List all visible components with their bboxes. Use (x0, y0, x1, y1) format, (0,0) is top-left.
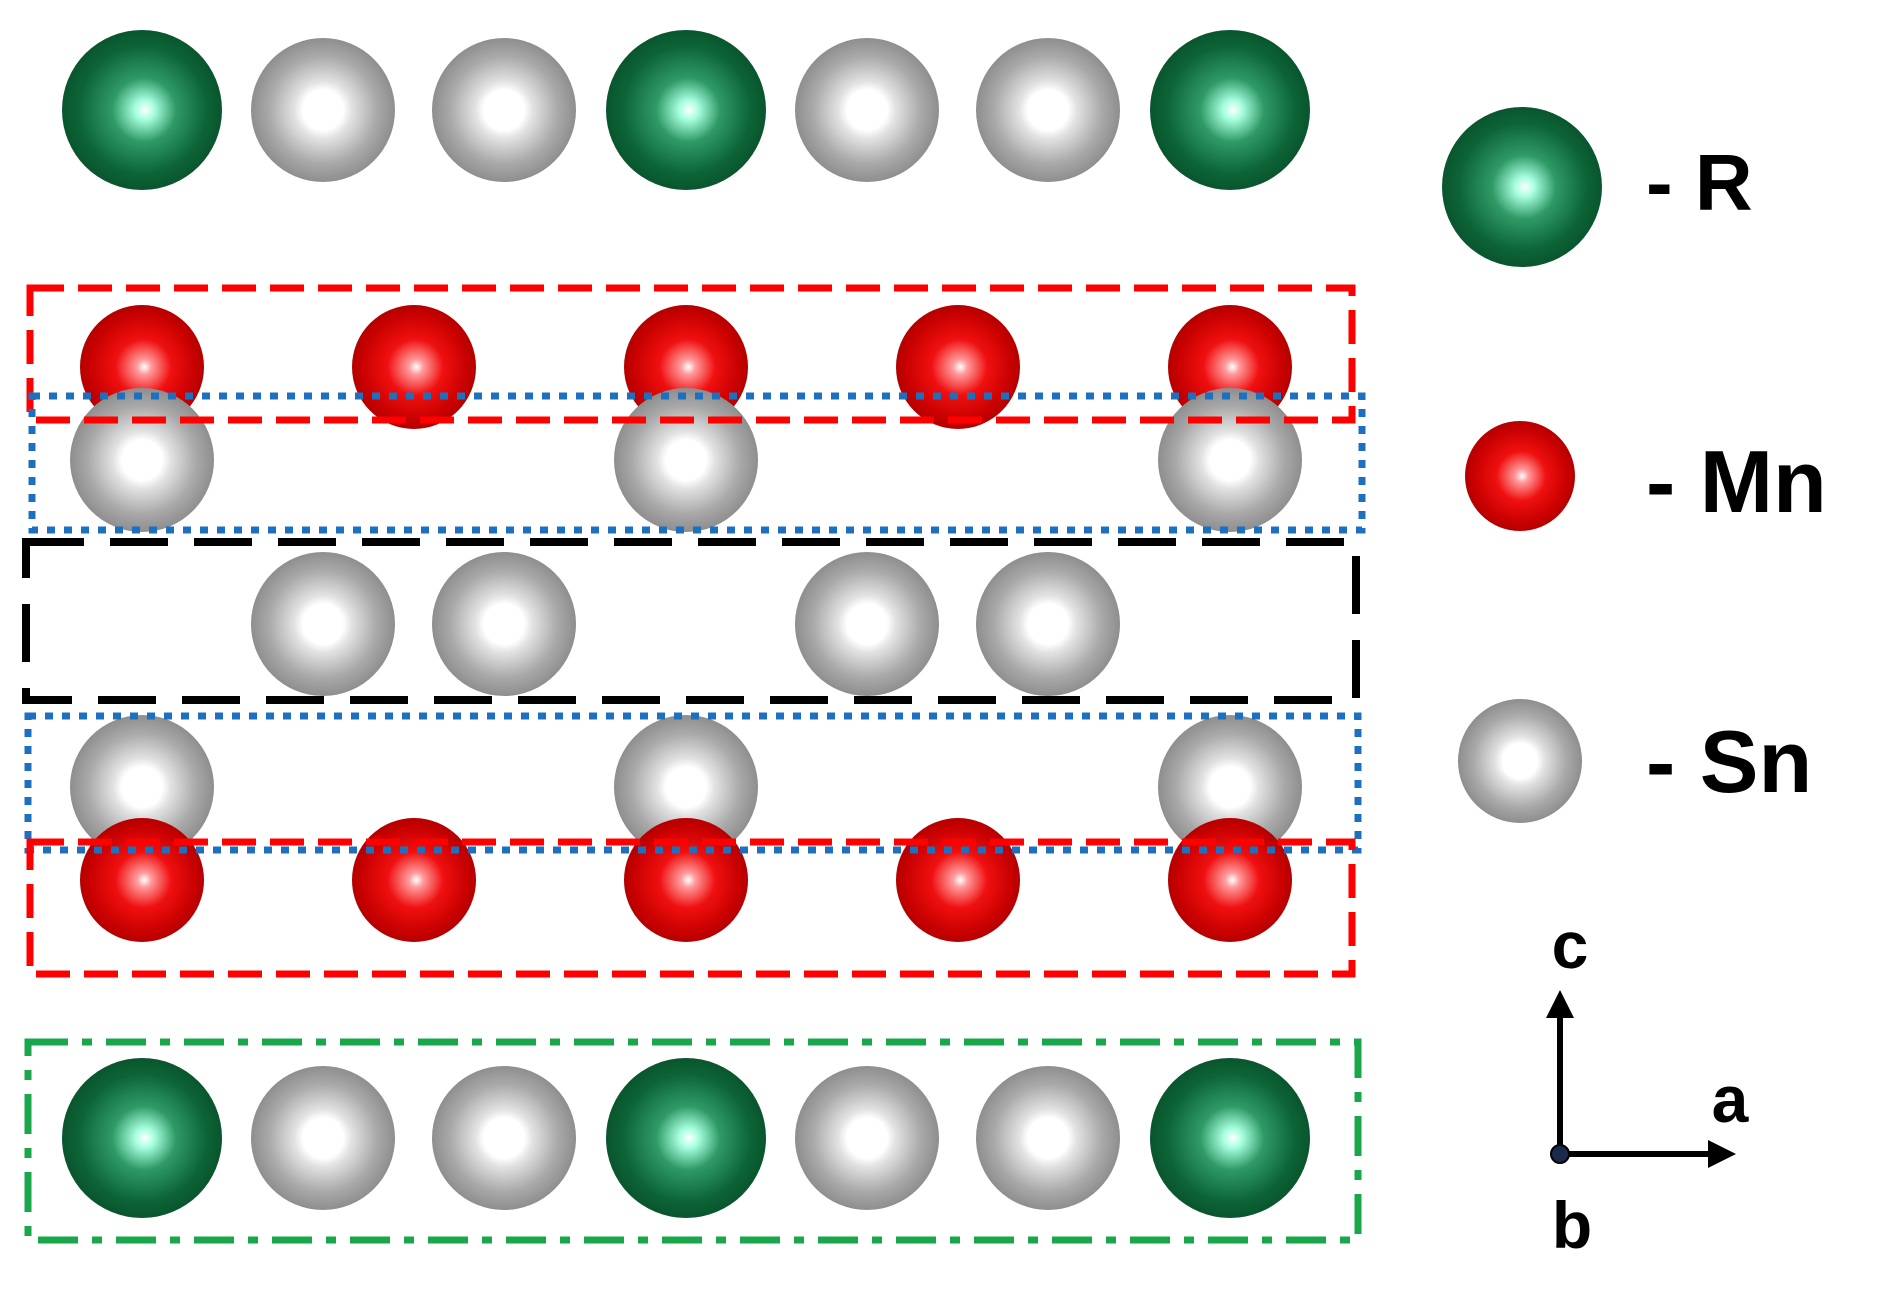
c-axis-arrowhead (1546, 990, 1574, 1018)
r-sn-layer-box-bottom (24, 1038, 1362, 1244)
sn-layer-box-lower (24, 712, 1362, 854)
sn-atom (251, 552, 395, 696)
mn-atom (352, 818, 476, 942)
layer-r-sn-bottom (62, 1058, 1310, 1218)
c-axis-label: c (1552, 908, 1589, 982)
r-atom (62, 1058, 222, 1218)
mn-atom (80, 818, 204, 942)
b-axis-label: b (1552, 1188, 1592, 1262)
sn-atom (432, 1066, 576, 1210)
r-atom (1150, 1058, 1310, 1218)
mn-atom (1168, 818, 1292, 942)
sn-atom (1158, 388, 1302, 532)
sn-atom (795, 1066, 939, 1210)
legend-r-atom (1442, 107, 1602, 267)
sn-atom (795, 552, 939, 696)
sn-atom (976, 38, 1120, 182)
layer-sn-center (251, 552, 1120, 696)
legend-r-label: - R (1646, 138, 1753, 227)
axes-indicator: c a b (1546, 908, 1750, 1262)
b-axis-dot (1550, 1144, 1570, 1164)
sn-atom (795, 38, 939, 182)
r-atom (1150, 30, 1310, 190)
legend: - R - Mn - Sn (1442, 107, 1827, 823)
layer-sn-lower (70, 715, 1302, 859)
legend-mn-label: - Mn (1646, 432, 1827, 531)
sn-atom (614, 715, 758, 859)
sn-atom (251, 1066, 395, 1210)
layer-mn-lower (80, 818, 1292, 942)
sn-atom (251, 38, 395, 182)
mn-atom (624, 818, 748, 942)
legend-mn-atom (1465, 421, 1575, 531)
layer-sn-upper (70, 388, 1302, 532)
sn-atom (976, 552, 1120, 696)
sn-atom (70, 388, 214, 532)
mn-atom (896, 305, 1020, 429)
legend-sn-atom (1458, 699, 1582, 823)
sn-atom (614, 388, 758, 532)
mn-layer-box-upper (26, 284, 1356, 424)
a-axis-label: a (1712, 1062, 1750, 1136)
r-atom (62, 30, 222, 190)
mn-atom (896, 818, 1020, 942)
sn-atom (1158, 715, 1302, 859)
sn-center-layer-box (22, 538, 1360, 704)
sn-atom (432, 38, 576, 182)
mn-layer-box-lower (26, 838, 1356, 978)
a-axis-arrowhead (1708, 1140, 1736, 1168)
sn-layer-box-upper (28, 392, 1366, 534)
sn-atom (70, 715, 214, 859)
r-atom (606, 1058, 766, 1218)
mn-atom (352, 305, 476, 429)
sn-atom (432, 552, 576, 696)
legend-sn-label: - Sn (1646, 712, 1812, 811)
sn-atom (976, 1066, 1120, 1210)
r-atom (606, 30, 766, 190)
layer-r-sn-top (62, 30, 1310, 190)
